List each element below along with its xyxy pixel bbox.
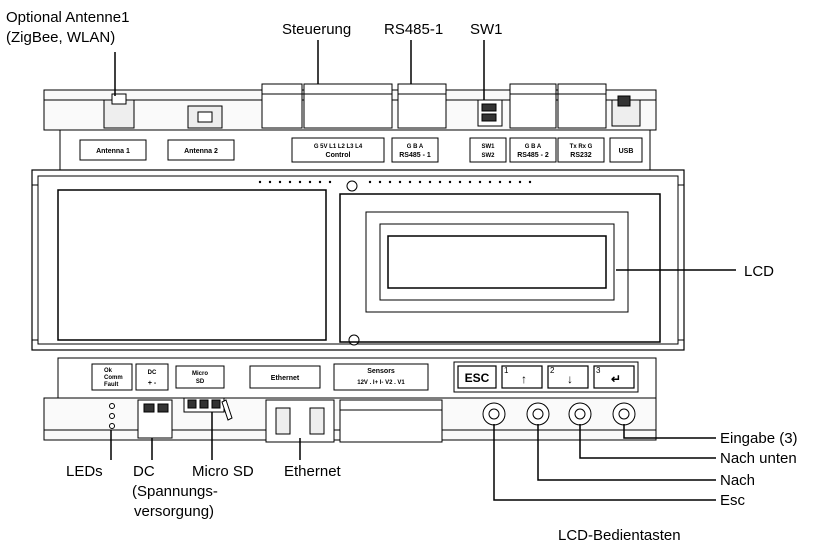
screw-holes (346, 180, 360, 346)
callout-antenna-line1: Optional Antenne1 (6, 9, 129, 26)
callout-eingabe: Eingabe (3) (720, 430, 798, 447)
callout-dc-line3: versorgung) (134, 503, 214, 520)
rs232-pins-label: Tx Rx G (570, 144, 593, 150)
rs485-1-pins-label: G B A (407, 144, 424, 150)
top-label-boxes (79, 137, 643, 163)
rs232-label: RS232 (570, 152, 592, 159)
dc-pins-label: + - (148, 380, 157, 387)
bottom-connectors (109, 397, 636, 443)
control-pins-label: G 5V L1 L2 L3 L4 (314, 144, 363, 150)
micro-label: Micro (192, 371, 208, 377)
control-label: Control (326, 152, 351, 159)
callout-dc-line1: DC (133, 463, 155, 480)
up-arrow-icon: ↑ (521, 372, 527, 386)
callout-sw1: SW1 (470, 21, 503, 38)
callout-lcd-keys: LCD-Bedientasten (558, 527, 681, 544)
top-connectors (103, 83, 641, 129)
led-comm-label: Comm (104, 375, 123, 381)
sw1-label: SW1 (481, 144, 495, 150)
sw2-label: SW2 (481, 153, 495, 159)
callout-lcd: LCD (744, 263, 774, 280)
usb-label: USB (619, 148, 634, 155)
led-ok-label: Ok (104, 368, 113, 374)
rs485-1-label: RS485 - 1 (399, 152, 431, 159)
sd-label: SD (196, 379, 205, 385)
antenna2-label: Antenna 2 (184, 148, 218, 155)
ethernet-port-label: Ethernet (271, 375, 300, 382)
callout-nach: Nach (720, 472, 755, 489)
lcd-key-boxes (457, 365, 635, 389)
callout-rs485-1: RS485-1 (384, 21, 443, 38)
callout-ethernet: Ethernet (284, 463, 342, 480)
rs485-2-pins-label: G B A (525, 144, 542, 150)
callout-antenna-line2: (ZigBee, WLAN) (6, 29, 115, 46)
led-fault-label: Fault (104, 382, 118, 388)
dc-label: DC (148, 370, 157, 376)
callout-esc: Esc (720, 492, 746, 509)
up-key-number: 1 (504, 366, 509, 375)
sensors-label: Sensors (367, 368, 395, 375)
down-arrow-icon: ↓ (567, 372, 573, 386)
enter-key-number: 3 (596, 366, 601, 375)
callout-leds: LEDs (66, 463, 103, 480)
vent-row (258, 180, 532, 184)
sensor-pins-label: 12V . I+ I- V2 . V1 (357, 380, 405, 386)
enter-arrow-icon: ↵ (611, 372, 621, 386)
callout-steuerung: Steuerung (282, 21, 351, 38)
callout-nach-unten: Nach unten (720, 450, 797, 467)
callout-micro-sd: Micro SD (192, 463, 254, 480)
esc-key-label: ESC (465, 371, 490, 385)
callout-dc-line2: (Spannungs- (132, 483, 218, 500)
down-key-number: 2 (550, 366, 555, 375)
rs485-2-label: RS485 - 2 (517, 152, 549, 159)
left-window (57, 189, 327, 341)
leader-lines (110, 40, 736, 501)
lcd-panel (339, 193, 661, 343)
antenna1-label: Antenna 1 (96, 148, 130, 155)
